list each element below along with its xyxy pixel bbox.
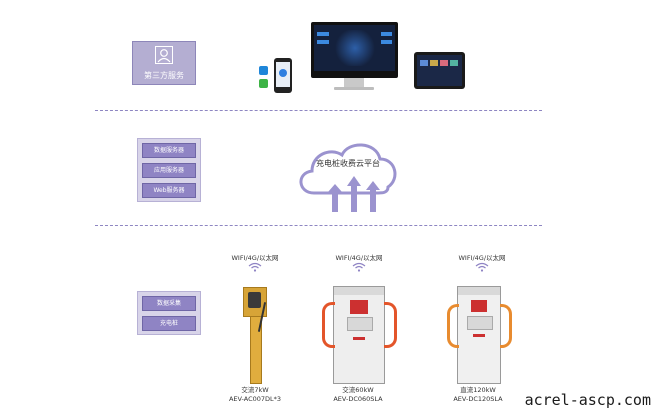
network-label: WIFI/4G/以太网	[231, 254, 279, 262]
monitor-base	[334, 87, 374, 90]
wifi-icon	[352, 262, 366, 272]
cloud-icon	[299, 143, 397, 195]
tablet-icon	[414, 52, 465, 89]
dc60-cable-left	[322, 302, 335, 348]
user-icon	[155, 46, 173, 64]
charger-model: AEV-AC007DL*3	[228, 395, 282, 403]
cloud-label: 充电桩收费云平台	[316, 159, 380, 168]
ac-charger-pole	[250, 316, 262, 384]
alipay-icon	[259, 66, 268, 75]
charger-rating: 交流7kW	[241, 386, 269, 394]
smartphone-icon	[274, 58, 292, 93]
charging-pile-item: 充电桩	[142, 316, 196, 331]
web-server-item: Web服务器	[142, 183, 196, 198]
dc120-cable-right	[500, 304, 512, 348]
network-label: WIFI/4G/以太网	[458, 254, 506, 262]
watermark: acrel-ascp.com	[524, 391, 651, 409]
data-server-item: 数据服务器	[142, 143, 196, 158]
charger-rating: 直流120kW	[460, 386, 496, 394]
dc120-charger-cabinet	[457, 286, 501, 384]
desktop-monitor-icon	[311, 22, 398, 78]
charger-rating: 交流60kW	[342, 386, 374, 394]
layer-divider	[95, 225, 542, 226]
dc60-cable-right	[384, 302, 397, 348]
third-party-box: 第三方服务	[132, 41, 196, 85]
charger-model: AEV-DC060SLA	[333, 395, 383, 403]
device-panel: 数据采集 充电桩	[137, 291, 201, 335]
app-server-item: 应用服务器	[142, 163, 196, 178]
charger-model: AEV-DC120SLA	[453, 395, 503, 403]
monitor-stand	[344, 78, 364, 87]
layer-divider	[95, 110, 542, 111]
third-party-label: 第三方服务	[144, 71, 184, 80]
network-label: WIFI/4G/以太网	[335, 254, 383, 262]
upload-arrows	[328, 176, 380, 212]
dc60-charger-cabinet	[333, 286, 385, 384]
wifi-icon	[248, 262, 262, 272]
server-panel: 数据服务器 应用服务器 Web服务器	[137, 138, 201, 202]
dc120-cable-left	[447, 304, 459, 348]
wifi-icon	[475, 262, 489, 272]
data-collection-item: 数据采集	[142, 296, 196, 311]
wechat-icon	[259, 79, 268, 88]
